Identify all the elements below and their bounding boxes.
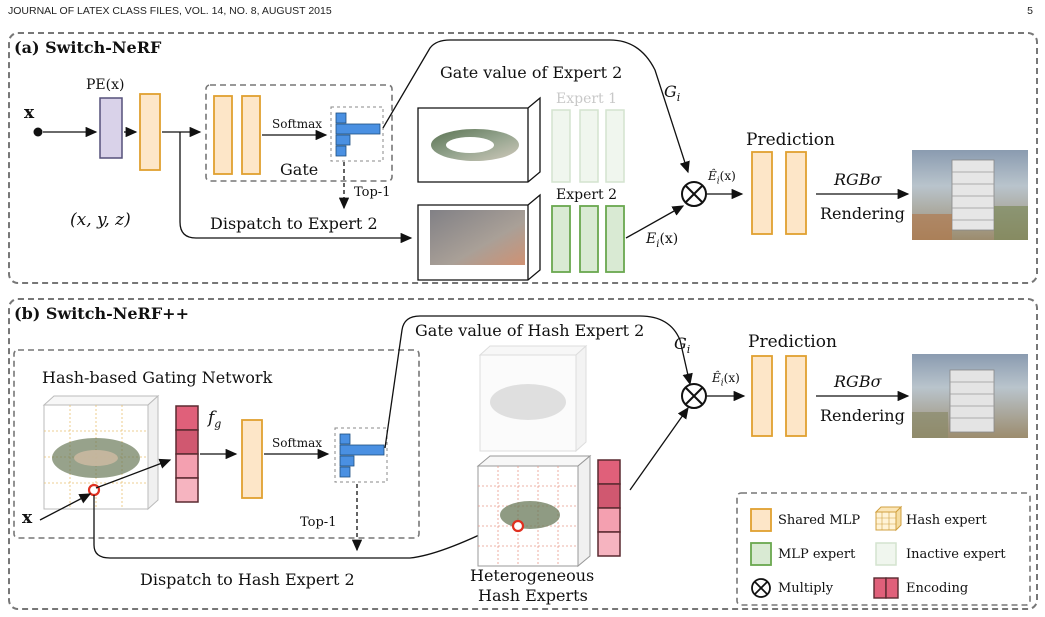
gate-mlp-2 [241,95,261,175]
gi-label-b: Gi [674,334,691,357]
legend-hash-expert-label: Hash expert [906,513,987,528]
legend-shared-mlp-swatch [750,508,772,532]
scene-box-expert1 [417,96,541,183]
rgb-label-a: RGBσ [834,170,882,189]
legend-inactive-swatch [875,542,897,566]
prediction-label-b: Prediction [748,332,837,352]
gate-mlp-b [241,419,263,499]
render-output-image-b [912,354,1028,438]
rendering-label-b: Rendering [820,406,905,425]
pe-label: PE(x) [86,77,125,93]
legend-multiply-icon [751,578,771,598]
shared-mlp-a-1 [139,93,161,171]
input-x-label-b: x [22,508,33,528]
multiply-icon-a [681,181,707,207]
gate-mlp-1 [213,95,233,175]
multiply-icon-b [681,383,707,409]
top1-label-b: Top-1 [300,515,337,530]
hash-expert-cube-inactive [478,344,588,453]
hash-expert-cube-active [476,454,592,568]
mlp-expert-2 [551,205,625,273]
legend-inactive-label: Inactive expert [906,547,1006,562]
encoding-vector-gate [175,405,199,503]
dispatch-label-b: Dispatch to Hash Expert 2 [140,570,355,589]
running-header: JOURNAL OF LATEX CLASS FILES, VOL. 14, N… [8,5,332,17]
ehat-label-a: Êi(x) [708,169,736,187]
panel-a-title: (a) Switch-NeRF [14,38,162,57]
pred-mlp-b-1 [751,355,773,437]
gi-label-a: Gi [664,82,681,105]
ei-label: Ei(x) [646,231,679,250]
ehat-label-b: Êi(x) [712,371,740,389]
rendering-label-a: Rendering [820,204,905,223]
hash-grid-cube-gate [42,394,160,511]
scene-box-expert2 [417,193,541,281]
expert2-label: Expert 2 [556,187,618,203]
gate-softmax-bars-a [330,106,384,162]
softmax-label-b: Softmax [272,436,323,450]
pred-mlp-b-2 [785,355,807,437]
coords-label: (x, y, z) [70,210,131,230]
panel-b-title: (b) Switch-NeRF++ [14,304,189,323]
hash-experts-label: Hash Experts [478,586,588,605]
panel-b-frame [8,298,1038,610]
gate-value-arrow-a [382,39,690,174]
top1-label-a: Top-1 [354,185,391,200]
fg-label: fg [208,408,222,431]
dispatch-label-a: Dispatch to Expert 2 [210,214,378,233]
legend-encoding-label: Encoding [906,581,969,596]
expert-output-arrow-a [625,205,685,239]
hetero-label: Heterogeneous [470,566,595,585]
inactive-expert-1 [551,109,625,183]
panel-a-input-point [33,126,98,138]
expert-output-arrow-b [629,406,689,491]
gate-value-label-a: Gate value of Expert 2 [440,63,623,82]
gate-value-label-b: Gate value of Hash Expert 2 [415,321,645,340]
gate-label: Gate [280,160,319,179]
pred-mlp-a-2 [785,151,807,235]
encoding-vector-expert [597,459,621,557]
rgb-label-b: RGBσ [834,372,882,391]
pred-mlp-a-1 [751,151,773,235]
legend-mlp-expert-swatch [750,542,772,566]
legend-hash-expert-icon [874,505,903,532]
input-arrow-b [39,493,92,521]
dispatch-arrow-b [93,495,502,559]
page-number: 5 [1027,5,1033,17]
softmax-label-a: Softmax [272,117,323,131]
pe-block [99,97,123,159]
gate-value-arrow-b [384,315,693,449]
legend-shared-mlp-label: Shared MLP [778,513,861,528]
gating-network-box [13,349,420,539]
legend-encoding-swatch [873,577,899,599]
render-output-image-a [912,150,1028,240]
legend-mlp-expert-label: MLP expert [778,547,856,562]
prediction-label-a: Prediction [746,130,835,150]
expert1-label: Expert 1 [556,91,618,107]
input-x-label-a: x [24,103,35,123]
gate-softmax-bars-b [334,427,388,483]
gating-network-label: Hash-based Gating Network [42,368,273,387]
legend-multiply-label: Multiply [778,581,834,596]
panel-a-frame [8,32,1038,284]
dispatch-arrow-a [179,132,413,244]
